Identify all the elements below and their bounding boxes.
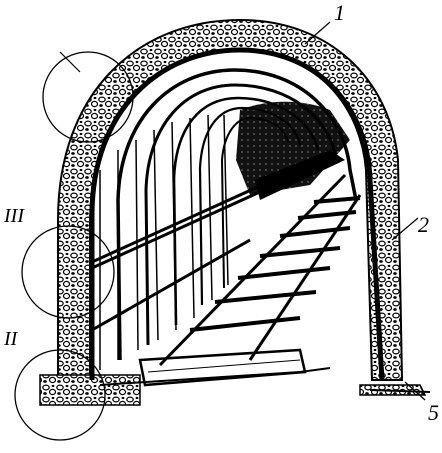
arch-rib-4 bbox=[172, 96, 320, 326]
leader-lines bbox=[59, 21, 426, 401]
rail-track bbox=[158, 173, 362, 367]
arch-rib-2 bbox=[116, 68, 358, 361]
rail-left bbox=[158, 173, 347, 367]
arch-rib-front bbox=[89, 47, 385, 381]
rubble-backfill bbox=[39, 18, 427, 406]
detail-circles bbox=[14, 51, 134, 441]
rail-right bbox=[248, 194, 362, 361]
marker-lower: II bbox=[3, 328, 19, 350]
sill-beam bbox=[138, 348, 307, 387]
arch-rib-5 bbox=[198, 106, 302, 306]
floor bbox=[99, 367, 431, 393]
label-side-wall: 2 bbox=[418, 212, 429, 237]
detail-circle-middle bbox=[21, 225, 115, 319]
arch-rib-6 bbox=[220, 116, 289, 289]
detail-circle-lower bbox=[14, 349, 106, 441]
label-arch-support: 1 bbox=[334, 0, 345, 25]
arch-ribs bbox=[89, 47, 385, 381]
marker-middle: III bbox=[3, 205, 25, 227]
detail-circle-upper bbox=[42, 51, 134, 143]
arch-rib-3 bbox=[144, 83, 338, 346]
label-floor-corner: 5 bbox=[428, 400, 439, 425]
sleepers bbox=[189, 196, 361, 332]
